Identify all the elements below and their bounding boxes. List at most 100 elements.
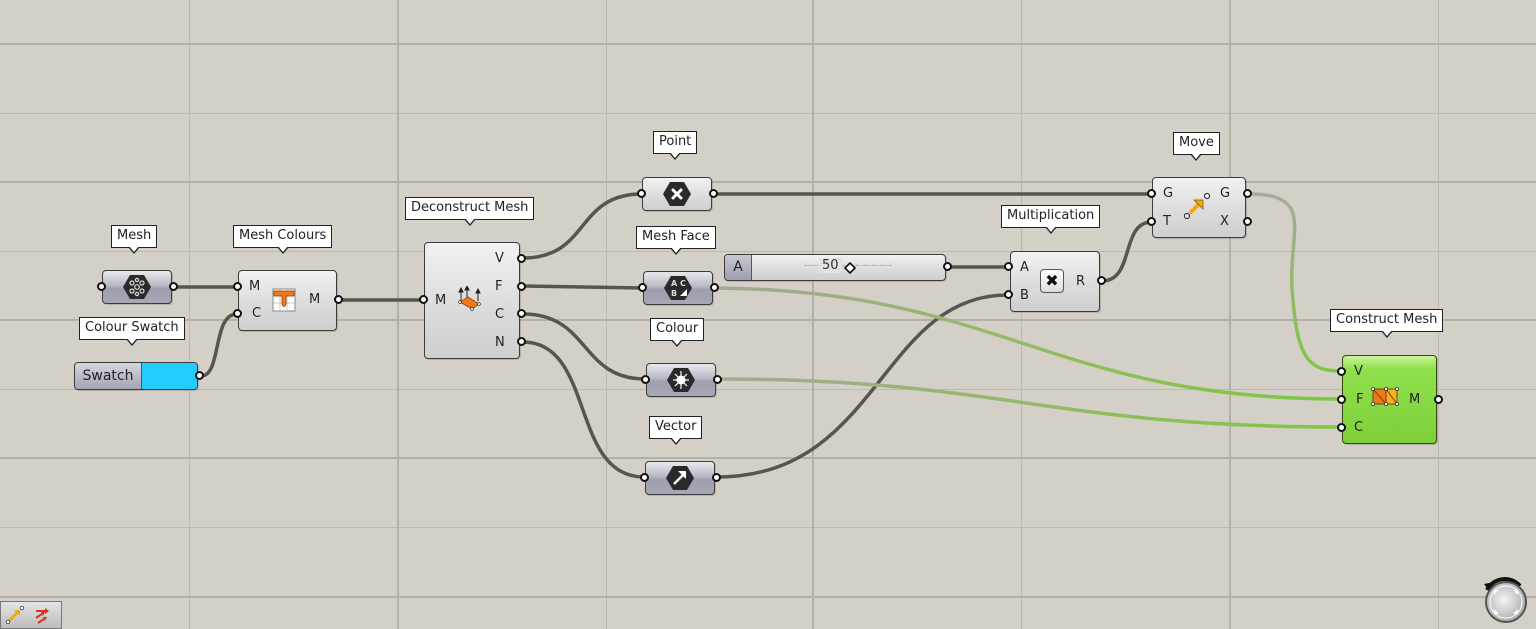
wire-v-to-point	[521, 192, 644, 260]
multiplication-input-a: A	[1020, 260, 1029, 275]
point-param[interactable]	[642, 177, 712, 211]
mesh-param-input-port[interactable]	[97, 282, 106, 291]
multiplication-port-r-out[interactable]	[1097, 276, 1106, 285]
multiplication-port-a-in[interactable]	[1004, 262, 1013, 271]
move-output-g: G	[1220, 186, 1231, 201]
deconstruct-port-f-out[interactable]	[517, 282, 526, 291]
construct-port-m-out[interactable]	[1434, 395, 1443, 404]
construct-port-c-in[interactable]	[1337, 423, 1346, 432]
svg-text:C: C	[680, 279, 686, 288]
move-label: Move	[1173, 132, 1220, 161]
wire-swatch-to-meshcolours	[199, 312, 239, 378]
colour-output-port[interactable]	[713, 375, 722, 384]
point-output-port[interactable]	[709, 189, 718, 198]
mesh-colours-input-m: M	[249, 279, 261, 294]
mesh-colours-icon	[272, 288, 296, 312]
vector-input-port[interactable]	[640, 473, 649, 482]
deconstruct-port-c-out[interactable]	[517, 309, 526, 318]
move-arrow-icon[interactable]	[5, 606, 25, 624]
deconstruct-mesh-icon	[458, 286, 481, 311]
construct-mesh-label: Construct Mesh	[1330, 309, 1444, 338]
colour-param[interactable]	[646, 363, 716, 397]
multiply-icon: ✖	[1040, 269, 1064, 293]
colour-input-port[interactable]	[641, 375, 650, 384]
point-input-port[interactable]	[637, 189, 646, 198]
deconstruct-port-n-out[interactable]	[517, 337, 526, 346]
multiplication-component[interactable]: A B ✖ R	[1010, 251, 1100, 312]
multiplication-port-b-in[interactable]	[1004, 290, 1013, 299]
mesh-colours-port-m-in[interactable]	[233, 282, 242, 291]
deconstruct-output-v: V	[495, 251, 504, 266]
wire-colour-to-construct	[716, 377, 1343, 429]
svg-text:B: B	[671, 289, 677, 298]
wire-f-to-meshface	[521, 284, 644, 290]
vector-param[interactable]	[645, 461, 715, 495]
deconstruct-port-v-out[interactable]	[517, 254, 526, 263]
construct-port-f-in[interactable]	[1337, 395, 1346, 404]
move-icon	[1183, 192, 1211, 220]
swatch-button[interactable]: Swatch	[75, 363, 142, 389]
move-input-t: T	[1163, 214, 1171, 229]
wire-meshface-to-construct	[713, 286, 1343, 401]
move-port-g-in[interactable]	[1147, 189, 1156, 198]
mesh-colours-output-m: M	[309, 292, 321, 307]
move-port-x-out[interactable]	[1243, 217, 1252, 226]
move-input-g: G	[1163, 186, 1174, 201]
swatch-color[interactable]	[142, 363, 197, 389]
red-arrows-icon[interactable]	[33, 606, 53, 624]
mesh-colours-input-c: C	[252, 306, 262, 321]
deconstruct-output-f: F	[495, 279, 503, 294]
svg-text:A: A	[671, 279, 678, 288]
slider-output-port[interactable]	[943, 262, 952, 271]
mesh-face-output-port[interactable]	[710, 283, 719, 292]
slider-grip-icon[interactable]	[844, 262, 856, 274]
deconstruct-output-c: C	[495, 307, 505, 322]
deconstruct-mesh-label: Deconstruct Mesh	[405, 197, 535, 226]
point-label: Point	[653, 131, 698, 160]
deconstruct-port-m-in[interactable]	[419, 295, 428, 304]
move-port-g-out[interactable]	[1243, 189, 1252, 198]
mesh-colours-port-m-out[interactable]	[334, 295, 343, 304]
mesh-colours-label: Mesh Colours	[233, 225, 333, 254]
canvas-status-bar	[0, 601, 62, 629]
colour-swatch[interactable]: Swatch	[74, 362, 198, 390]
construct-input-f: F	[1356, 392, 1364, 407]
move-port-t-in[interactable]	[1147, 217, 1156, 226]
mesh-param-icon	[123, 275, 151, 299]
colour-param-icon	[667, 368, 695, 392]
multiplication-output-r: R	[1076, 274, 1086, 289]
multiplication-label: Multiplication	[1001, 205, 1101, 234]
wire-move-to-construct	[1246, 192, 1343, 373]
mesh-param[interactable]	[102, 270, 172, 304]
deconstruct-input-m: M	[435, 293, 447, 308]
wire-c-to-colour	[521, 312, 647, 381]
vector-label: Vector	[649, 416, 703, 445]
construct-mesh-component[interactable]: V F C M	[1342, 355, 1437, 444]
vector-output-port[interactable]	[712, 473, 721, 482]
construct-port-v-in[interactable]	[1337, 367, 1346, 376]
move-component[interactable]: G T G X	[1152, 177, 1246, 238]
mesh-colours-port-c-in[interactable]	[233, 309, 242, 318]
mesh-colours-component[interactable]: M C M	[238, 270, 337, 331]
deconstruct-mesh-component[interactable]: M V F C N	[424, 242, 520, 359]
colour-label: Colour	[650, 318, 705, 347]
move-output-x: X	[1220, 214, 1229, 229]
mesh-param-output-port[interactable]	[169, 282, 178, 291]
construct-input-v: V	[1354, 364, 1363, 379]
multiplication-input-b: B	[1020, 288, 1029, 303]
mesh-face-label: Mesh Face	[636, 226, 716, 255]
point-param-icon	[663, 182, 691, 206]
colour-swatch-output-port[interactable]	[195, 371, 204, 380]
construct-input-c: C	[1354, 420, 1364, 435]
slider-value: 50	[819, 258, 842, 273]
number-slider[interactable]: A 50	[724, 254, 946, 281]
construct-output-m: M	[1409, 392, 1421, 407]
mesh-label: Mesh	[111, 225, 158, 254]
wire-mult-to-move	[1100, 220, 1154, 283]
canvas-navigator-icon[interactable]	[1482, 574, 1530, 624]
mesh-face-input-port[interactable]	[638, 283, 647, 292]
colour-swatch-label: Colour Swatch	[79, 317, 185, 346]
